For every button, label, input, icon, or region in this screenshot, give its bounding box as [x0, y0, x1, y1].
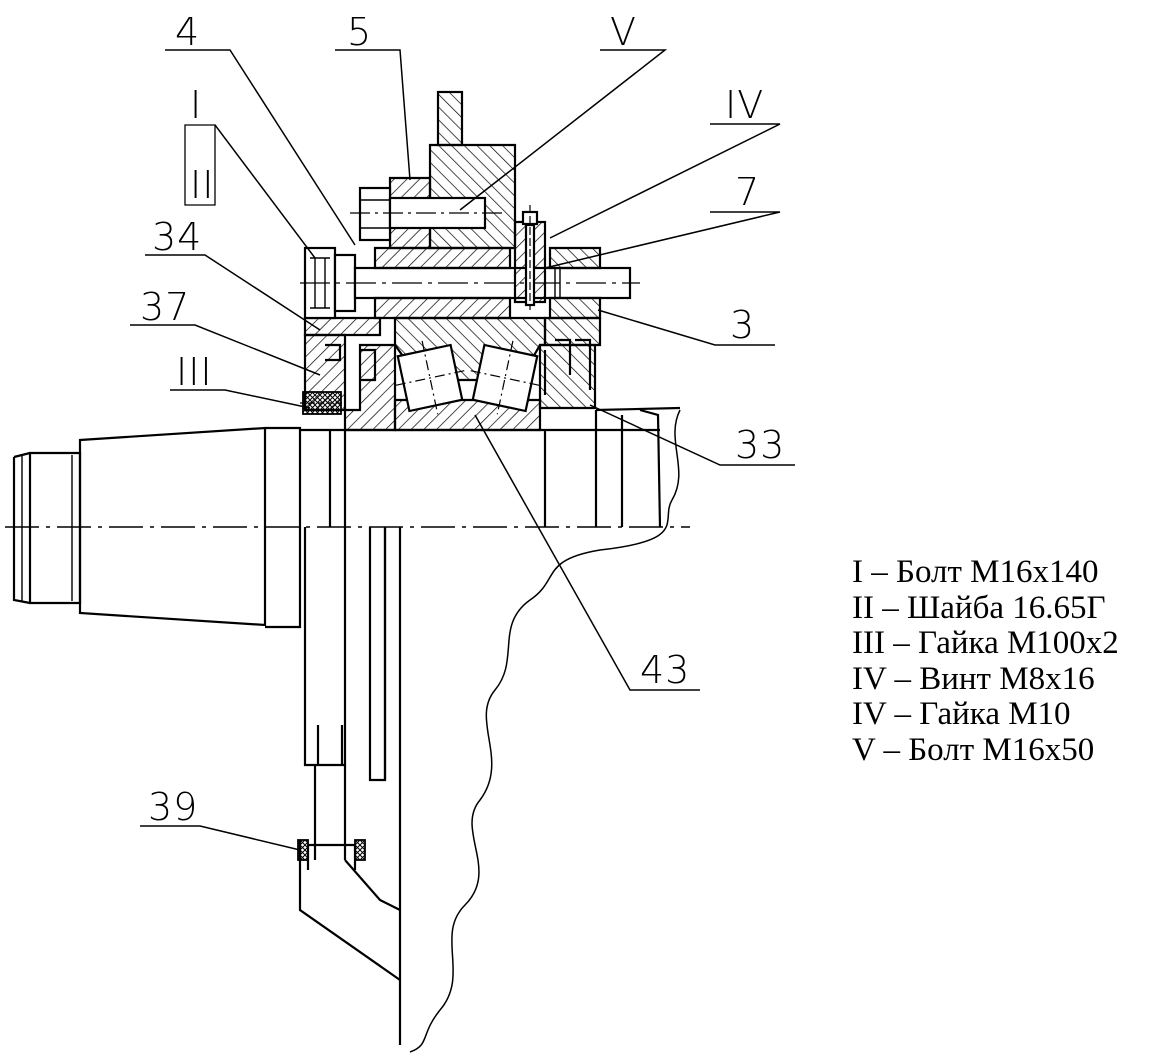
legend-row: I – Болт М16х140: [852, 554, 1099, 590]
roller-right: [470, 340, 540, 415]
bolt-V-head: [358, 186, 392, 242]
cover-33: [538, 343, 597, 410]
drawing-geometry: [5, 49, 795, 1053]
cover-34: [343, 343, 397, 432]
lever-arm: [436, 90, 464, 147]
callout-37: 37: [140, 285, 190, 329]
callout-7: 7: [735, 170, 760, 214]
legend-row: IV – Винт М8х16: [852, 660, 1095, 697]
break-line: [409, 409, 681, 1053]
callout-33: 33: [735, 423, 785, 467]
legend-row: V – Болт М16х50: [852, 731, 1095, 768]
shaft-taper: [78, 426, 267, 627]
callout-II: II: [190, 163, 214, 207]
legend-row: IV – Гайка М10: [852, 696, 1071, 732]
legend-row: II – Шайба 16.65Г: [852, 589, 1106, 626]
callout-43: 43: [640, 648, 690, 692]
leader-lines: [130, 49, 795, 851]
wheel-hub: [303, 527, 347, 767]
callout-39: 39: [148, 785, 198, 829]
callout-5: 5: [347, 10, 372, 54]
callout-I: I: [190, 83, 202, 127]
callout-4: 4: [175, 10, 200, 54]
parts-legend: I – Болт М16х140 II – Шайба 16.65Г III –…: [852, 554, 1119, 768]
callout-IV: IV: [725, 83, 764, 127]
legend-row: III – Гайка М100х2: [852, 625, 1119, 661]
plug-gasket-right: [354, 839, 366, 861]
roller-left: [395, 340, 465, 415]
callout-3: 3: [730, 303, 755, 347]
callout-34: 34: [152, 215, 202, 259]
callout-V: V: [610, 10, 637, 54]
lever-block: [428, 143, 517, 250]
callout-III: III: [176, 350, 213, 394]
